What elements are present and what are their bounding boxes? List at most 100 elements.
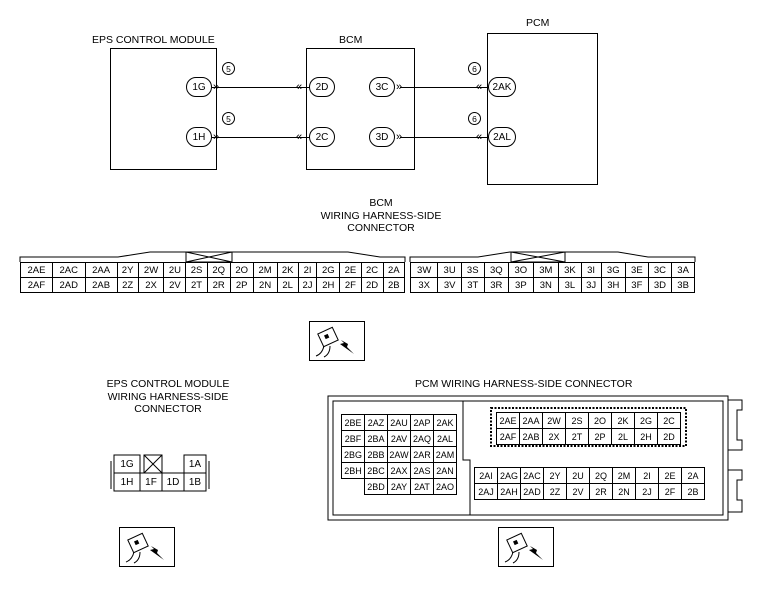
connector-pin-cell: 2AU <box>387 414 411 431</box>
eps-module-title: EPS CONTROL MODULE <box>92 34 215 46</box>
connector-pin-cell: 2BF <box>341 430 365 447</box>
connector-pin-cell: 2Y <box>543 467 567 484</box>
eps-pin-1b-label: 1B <box>188 477 202 488</box>
wire-top-right <box>400 87 492 88</box>
pcm-pin-2al: 2AL <box>488 127 516 147</box>
connector-pin-cell: 2I <box>635 467 659 484</box>
connector-pin-cell: 2M <box>612 467 636 484</box>
connector-view-icon <box>498 527 554 567</box>
bcm-title: BCM <box>339 34 363 46</box>
connector-pin-cell: 2L <box>611 428 635 445</box>
pcm-connector-title: PCM WIRING HARNESS-SIDE CONNECTOR <box>415 378 633 390</box>
connector-pin-cell: 2AA <box>519 412 543 429</box>
bcm-pin-2c: 2C <box>309 127 335 147</box>
connector-pin-cell: 2AB <box>84 277 118 293</box>
connector-pin-cell: 2P <box>588 428 612 445</box>
eps-pin-1g-label: 1G <box>120 459 134 470</box>
connector-pin-cell: 2BH <box>341 462 365 479</box>
connector-pin-cell: 2AF <box>20 277 53 293</box>
bcm-box <box>306 48 415 170</box>
connector-view-icon <box>119 527 175 567</box>
connector-pin-cell: 2AE <box>496 412 520 429</box>
connector-pin-cell: 2BA <box>364 430 388 447</box>
connector-pin-cell: 3T <box>460 277 485 293</box>
connector-pin-cell: 2AH <box>497 483 521 500</box>
connector-pin-cell: 2AC <box>520 467 544 484</box>
eps-pin-1h: 1H <box>186 127 212 147</box>
connector-pin-cell: 2H <box>634 428 658 445</box>
connector-pin-cell: 2A <box>681 467 705 484</box>
bcm-connector-title: BCM WIRING HARNESS-SIDE CONNECTOR <box>320 197 442 234</box>
wire-number: 6 <box>468 62 481 75</box>
connector-pin-cell: 2Q <box>589 467 613 484</box>
connector-pin-cell: 2AO <box>433 478 457 495</box>
connector-pin-cell: 2V <box>566 483 590 500</box>
connector-pin-cell: 2AS <box>410 462 434 479</box>
connector-pin-cell: 2AG <box>497 467 521 484</box>
connector-pin-cell: 2B <box>681 483 705 500</box>
connector-pin-cell: 2AW <box>387 446 411 463</box>
connector-pin-cell: 2H <box>316 277 341 293</box>
connector-pin-cell: 2L <box>276 277 299 293</box>
eps-pin-1a-label: 1A <box>188 459 202 470</box>
wire-number: 6 <box>468 112 481 125</box>
connector-pin-cell: 2W <box>542 412 566 429</box>
connector-pin-cell: 2T <box>565 428 589 445</box>
connector-pin-cell: 2X <box>542 428 566 445</box>
connector-pin-cell: 2AZ <box>364 414 388 431</box>
connector-pin-cell: 2AP <box>410 414 434 431</box>
pcm-title: PCM <box>526 17 550 29</box>
connector-pin-cell: 2AI <box>474 467 498 484</box>
connector-pin-cell: 2BB <box>364 446 388 463</box>
connector-pin-cell: 2C <box>657 412 681 429</box>
connector-pin-cell <box>342 479 365 495</box>
connector-pin-cell: 2AN <box>433 462 457 479</box>
pcm-pin-2ak: 2AK <box>488 77 516 97</box>
connector-pin-cell: 2AV <box>387 430 411 447</box>
connector-pin-cell: 2U <box>566 467 590 484</box>
connector-pin-cell: 2N <box>252 277 278 293</box>
connector-pin-cell: 2AK <box>433 414 457 431</box>
connector-pin-cell: 2AQ <box>410 430 434 447</box>
wire-top-left <box>212 87 310 88</box>
connector-pin-cell: 2BD <box>364 478 388 495</box>
connector-pin-cell: 2BG <box>341 446 365 463</box>
connector-pin-cell: 2F <box>658 483 682 500</box>
connector-pin-cell: 2D <box>657 428 681 445</box>
connector-pin-cell: 2E <box>658 467 682 484</box>
connector-pin-cell: 2AM <box>433 446 457 463</box>
connector-pin-cell: 3N <box>532 277 560 293</box>
bcm-pin-3d: 3D <box>369 127 395 147</box>
eps-pin-1d-label: 1D <box>166 477 180 488</box>
connector-pin-cell: 2O <box>588 412 612 429</box>
connector-pin-cell: 2Z <box>116 277 139 293</box>
pcm-box <box>487 33 598 185</box>
connector-pin-cell: 2R <box>589 483 613 500</box>
connector-pin-cell: 2J <box>635 483 659 500</box>
connector-pin-cell: 2AD <box>520 483 544 500</box>
connector-pin-cell: 2BC <box>364 462 388 479</box>
connector-pin-cell: 2F <box>339 277 362 293</box>
connector-pin-cell: 2N <box>612 483 636 500</box>
eps-connector <box>110 454 210 492</box>
connector-pin-cell: 2J <box>297 277 318 293</box>
connector-pin-cell: 3B <box>671 277 695 293</box>
eps-module-box <box>110 48 217 170</box>
connector-pin-cell: 3H <box>600 277 627 293</box>
connector-pin-cell: 2AB <box>519 428 543 445</box>
